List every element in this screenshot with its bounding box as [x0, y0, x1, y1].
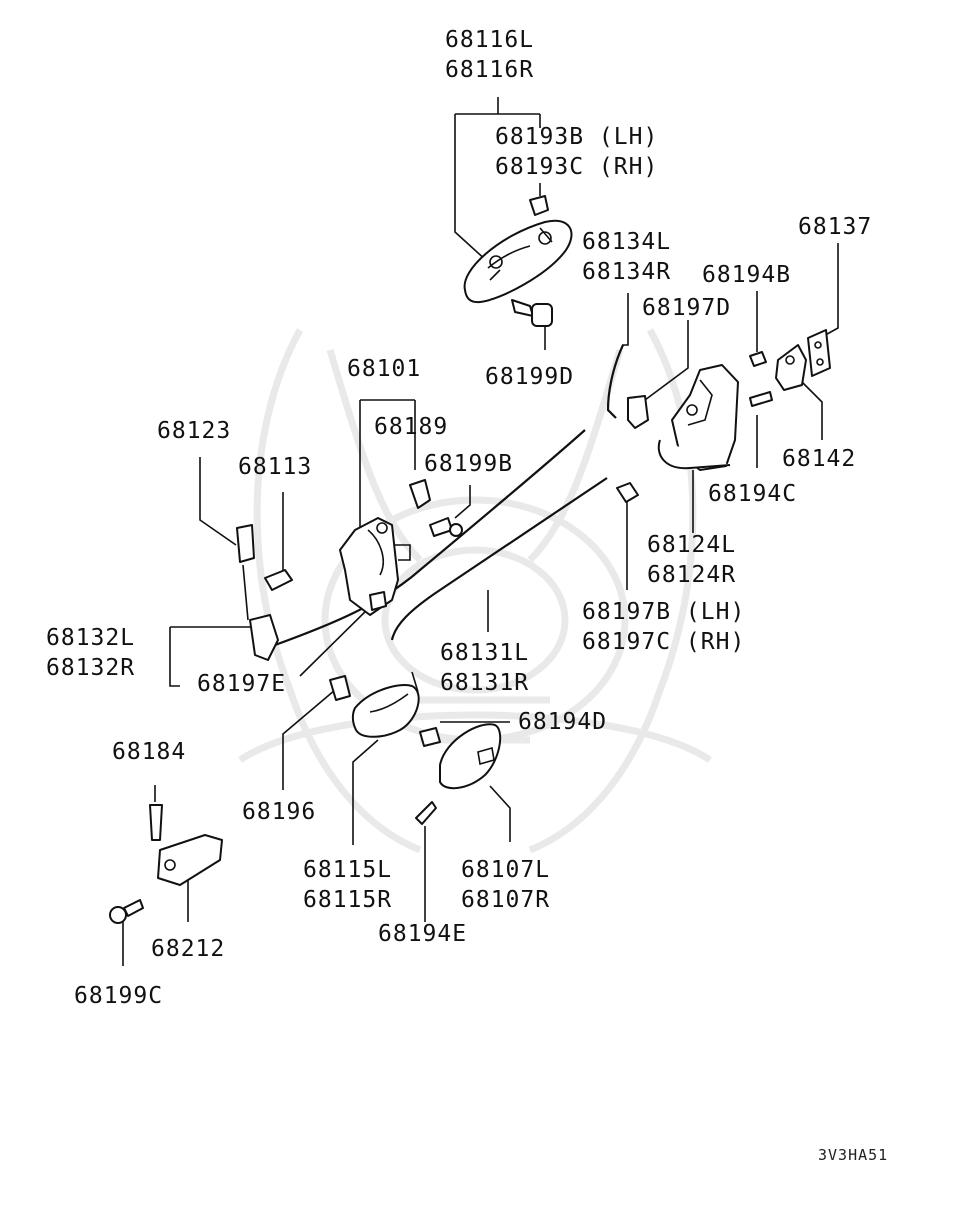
callout-68199D: 68199D	[485, 364, 575, 390]
screw-68199B	[429, 517, 463, 537]
callout-68194C: 68194C	[708, 481, 798, 507]
rear-latch-68124	[657, 364, 739, 471]
callout-68113: 68113	[238, 454, 313, 480]
clip-68193	[529, 195, 549, 216]
callout-68199C: 68199C	[74, 983, 164, 1009]
check-link-68212	[157, 834, 223, 886]
clip-68196	[329, 675, 351, 701]
callout-68197BC: 68197B (LH)68197C (RH)	[582, 599, 746, 655]
block-68113	[264, 569, 293, 591]
callout-68197D: 68197D	[642, 295, 732, 321]
clip-68197D	[627, 395, 649, 429]
callout-68189: 68189	[374, 414, 449, 440]
clip-68197E	[369, 591, 387, 611]
callout-68123: 68123	[157, 418, 232, 444]
screw-68194E	[415, 801, 437, 825]
callout-68194E: 68194E	[378, 921, 468, 947]
screw-68194B	[749, 351, 767, 367]
striker-plate-68142	[775, 344, 807, 391]
outside-handle-68116	[463, 219, 573, 304]
striker-68137	[807, 329, 831, 377]
callout-68199B: 68199B	[424, 451, 514, 477]
bolt-68199C	[109, 899, 144, 924]
clip-68189	[409, 479, 431, 509]
callout-68194D: 68194D	[518, 709, 608, 735]
link-68132	[242, 564, 279, 661]
callout-68101: 68101	[347, 356, 422, 382]
screw-68194C	[749, 391, 773, 407]
rod-68134	[606, 344, 624, 419]
callout-68196: 68196	[242, 799, 317, 825]
diagram-code: 3V3HA51	[818, 1146, 889, 1164]
bezel-68107	[439, 723, 502, 790]
callout-68197E: 68197E	[197, 671, 287, 697]
callout-68137: 68137	[798, 214, 873, 240]
pad-68123	[236, 524, 255, 563]
callout-68142: 68142	[782, 446, 857, 472]
callout-68194B: 68194B	[702, 262, 792, 288]
clip-68197BC	[616, 482, 639, 503]
callout-68193: 68193B (LH)68193C (RH)	[495, 124, 659, 180]
rods-68131	[274, 429, 608, 647]
callout-68212: 68212	[151, 936, 226, 962]
inside-handle-68115	[351, 671, 420, 738]
screw-68194D	[419, 727, 441, 747]
bolt-68184	[149, 804, 163, 841]
callout-68184: 68184	[112, 739, 187, 765]
key-cylinder-68199D	[511, 299, 553, 327]
